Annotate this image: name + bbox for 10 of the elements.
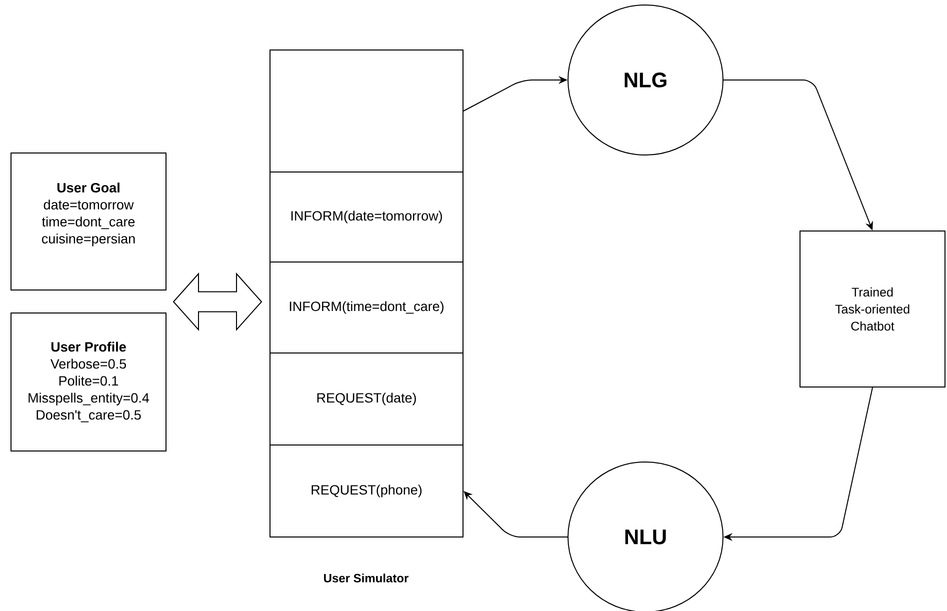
chatbot-box: Trained Task-oriented Chatbot [800,230,946,388]
stack-cell [270,50,464,172]
caption: User Simulator [324,574,408,582]
user-profile-box: User Profile Verbose=0.5 Polite=0.1 Misspells_entity=0.4 Doesn't_care=0.5 [10,312,166,452]
stack-cell: REQUEST(phone) [270,444,464,538]
user-goal-box: User Goal date=tomorrow time=dont_care cuisine=persian [10,152,166,290]
stack-cell: INFORM(time=dont_care) [270,262,464,354]
stack-cell: REQUEST(date) [270,352,464,446]
stack-cell: INFORM(date=tomorrow) [270,172,464,262]
arrow [464,491,568,538]
